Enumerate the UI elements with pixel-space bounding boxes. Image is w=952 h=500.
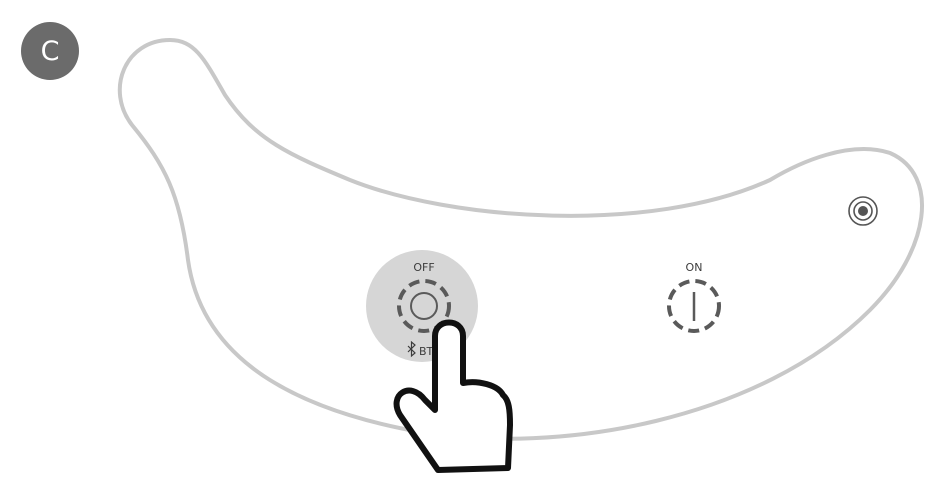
step-badge: C [21,22,79,80]
concentric-circle-icon [848,196,878,226]
pointing-hand-icon [393,319,513,473]
bluetooth-icon [407,340,416,358]
bt-label: BT [419,345,434,358]
off-label: OFF [413,261,434,274]
off-button-dashed-ring [397,279,451,333]
on-button-dashed-ring [667,279,721,333]
on-label: ON [686,261,703,274]
device-outline [117,37,924,441]
off-button-inner-circle [410,292,438,320]
